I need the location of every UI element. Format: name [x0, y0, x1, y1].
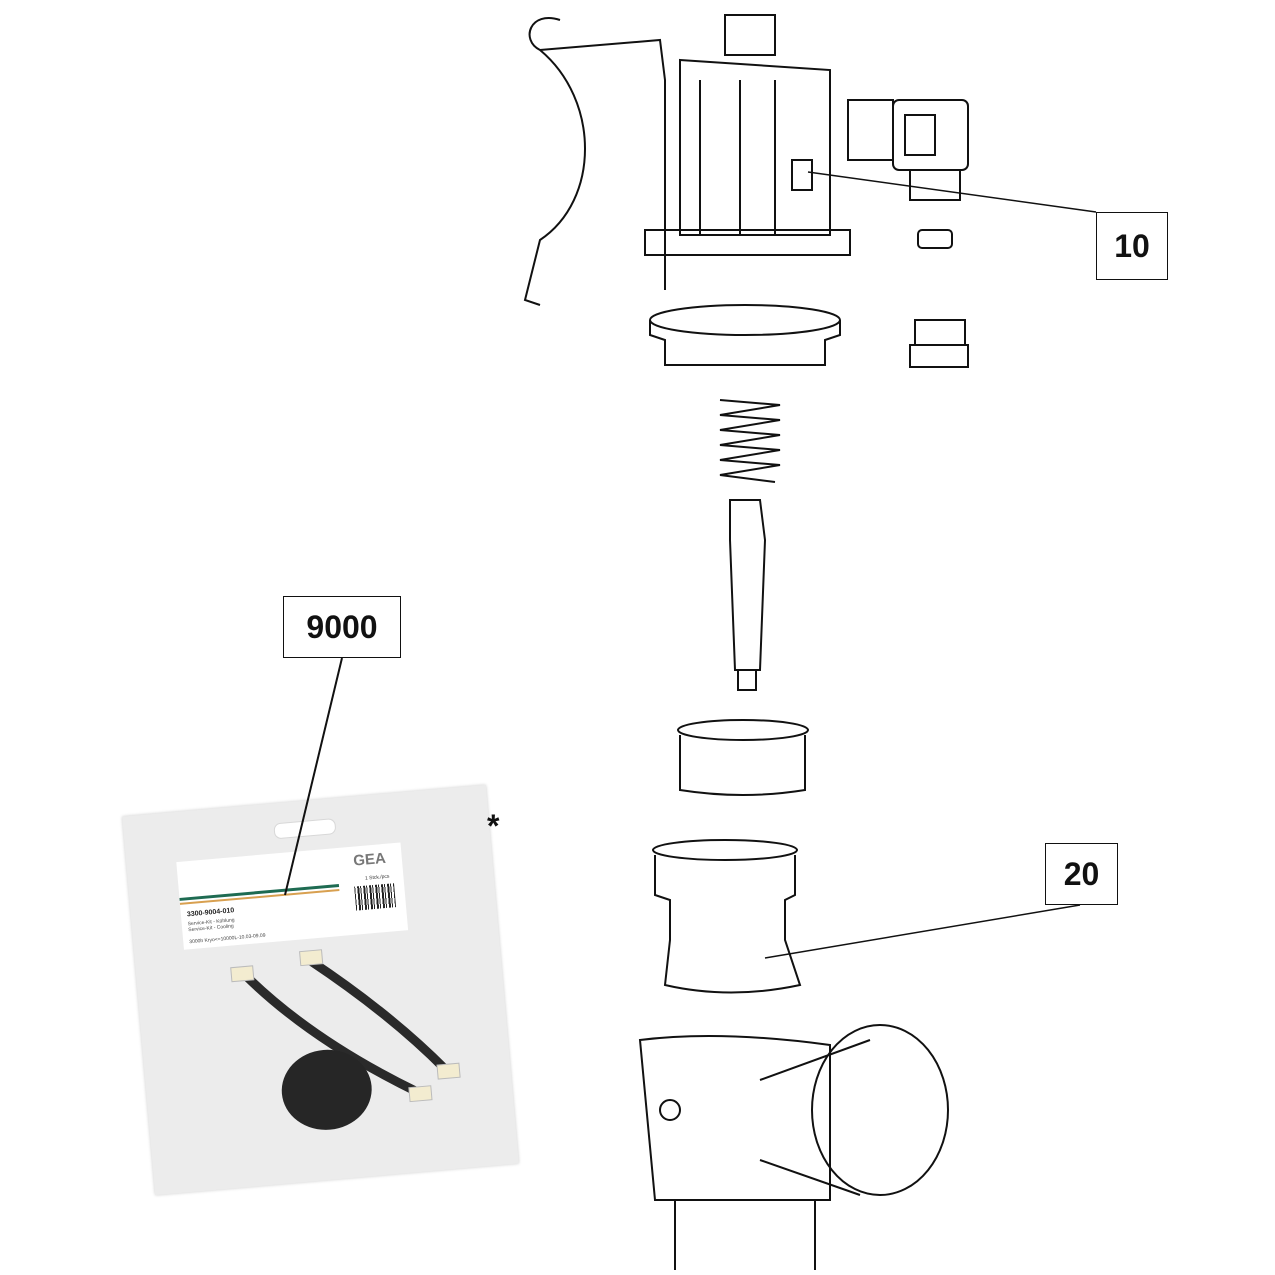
leader-line-10: [807, 171, 1097, 213]
callout-9000: 9000: [283, 596, 401, 658]
nut-fitting: [909, 319, 969, 368]
service-kit-package: GEA 1 Stck./pcs 3300-9004-010 Service-Ki…: [122, 784, 519, 1196]
solenoid-housing: [644, 14, 851, 256]
seat-ring: [677, 719, 809, 796]
callout-10: 10: [1096, 212, 1168, 280]
leader-line-20: [764, 904, 1081, 959]
callout-20: 20: [1045, 843, 1118, 905]
coil-connector: [847, 99, 969, 201]
kit-contents: [230, 949, 461, 1130]
valve-body: [638, 1024, 949, 1270]
spring: [719, 399, 781, 483]
diaphragm-cap: [649, 304, 841, 366]
valve-insert: [652, 839, 802, 994]
seal-small: [917, 229, 953, 249]
leader-line-9000: [284, 657, 343, 896]
plunger: [729, 499, 767, 691]
mounting-bracket: [523, 17, 666, 306]
asterisk-note: *: [487, 808, 500, 844]
